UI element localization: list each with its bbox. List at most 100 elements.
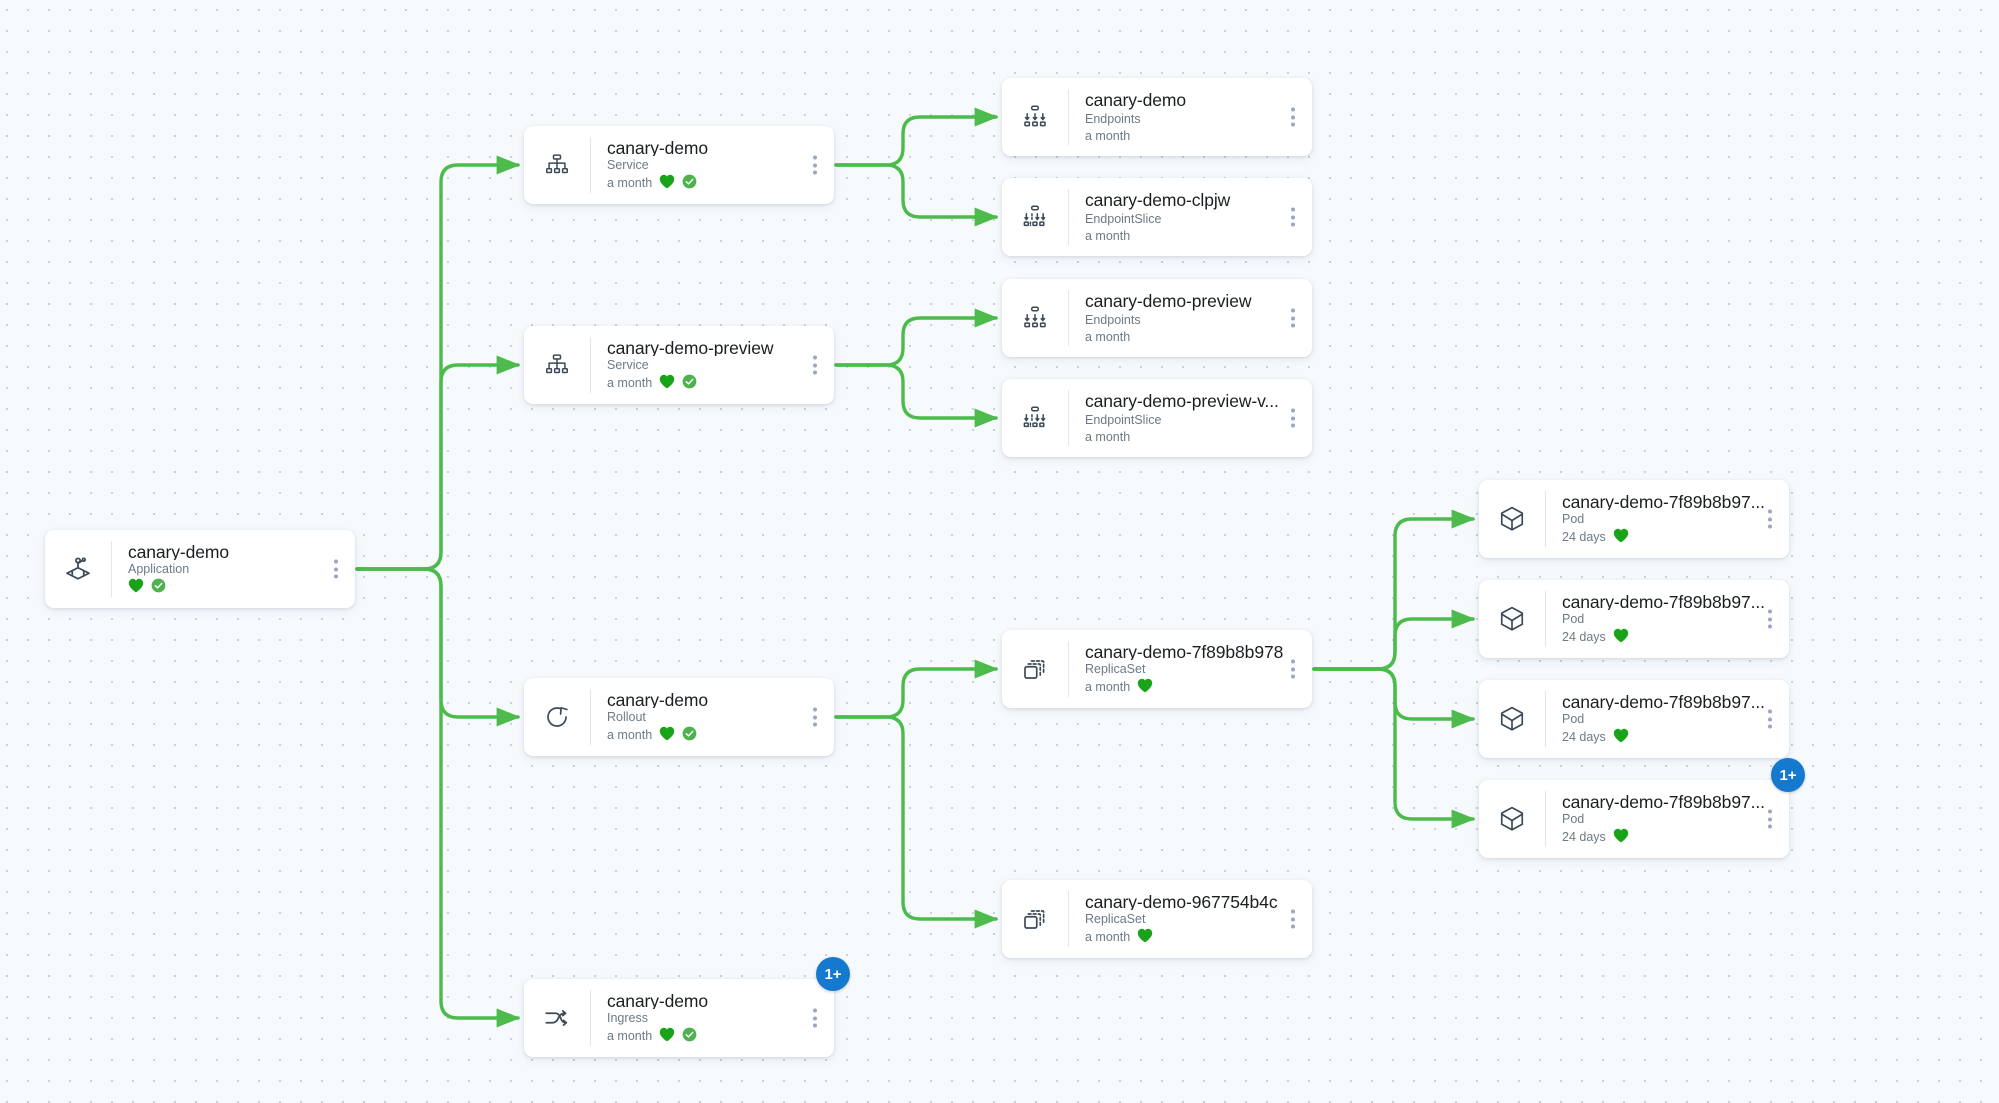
health-status-icon [1613,728,1629,747]
kebab-menu-icon[interactable] [1288,656,1298,683]
node-kind: Ingress [607,1011,648,1025]
node-age: 24 days [1562,630,1606,644]
service-icon [524,126,590,204]
node-meta: a month [1085,928,1312,947]
kebab-menu-icon[interactable] [1288,305,1298,332]
kebab-menu-icon[interactable] [1765,806,1775,833]
sync-status-icon [151,578,166,597]
node-title: canary-demo-preview [607,338,774,356]
pod-icon [1479,680,1545,758]
pod-icon [1479,480,1545,558]
kebab-menu-icon[interactable] [810,352,820,379]
node-meta [128,578,355,597]
node-meta: 24 days [1562,528,1789,547]
node-kind: Service [607,358,649,372]
node-meta: a month [1085,128,1312,145]
node-title: canary-demo [1085,90,1187,110]
kebab-menu-icon[interactable] [1765,506,1775,533]
node-kind: Rollout [607,710,646,724]
edge-replicaset-to-pod-1 [1312,509,1476,671]
endpoints-icon [1002,78,1068,156]
node-meta: 24 days [1562,628,1789,647]
node-meta: a month [1085,228,1312,245]
sync-status-icon [682,726,697,745]
health-status-icon [1613,828,1629,847]
node-age: 24 days [1562,730,1606,744]
node-kind: Pod [1562,512,1585,526]
edge-app-to-ingress [355,567,521,1028]
kebab-menu-icon[interactable] [810,152,820,179]
edge-app-to-rollout [355,567,521,727]
edge-rollout-to-replicaset-2 [834,715,999,929]
node-title: canary-demo-preview-v... [1085,391,1279,411]
node-title: canary-demo-967754b4c [1085,892,1278,910]
endpointslice-icon [1002,379,1068,457]
node-kind: ReplicaSet [1085,662,1146,676]
node-kind: Application [128,562,190,576]
collapsed-count-badge[interactable]: 1+ [1771,758,1805,792]
edge-service-preview-to-endpointslice [834,363,999,428]
ingress-icon [524,979,590,1057]
kebab-menu-icon[interactable] [1288,104,1298,131]
pod-icon [1479,580,1545,658]
collapsed-count-badge[interactable]: 1+ [816,957,850,991]
node-meta: 24 days [1562,828,1789,847]
node-kind: ReplicaSet [1085,912,1146,926]
kebab-menu-icon[interactable] [810,704,820,731]
node-kind: Pod [1562,612,1585,626]
node-meta: a month [607,374,834,393]
node-age: a month [1085,430,1131,444]
node-kind: Endpoints [1085,112,1141,126]
node-meta: a month [1085,678,1312,697]
kebab-menu-icon[interactable] [331,556,341,583]
edge-service-to-endpointslice [834,163,999,227]
node-age: a month [607,176,653,190]
edge-service-preview-to-endpoints [834,308,999,367]
rollout-icon [524,678,590,756]
node-age: 24 days [1562,530,1606,544]
kebab-menu-icon[interactable] [810,1005,820,1032]
node-title: canary-demo-clpjw [1085,190,1231,210]
edge-app-to-service [355,155,521,571]
node-meta: a month [607,174,834,193]
edge-service-to-endpoints [834,107,999,167]
pod-icon [1479,780,1545,858]
node-title: canary-demo-7f89b8b978 [1085,642,1284,660]
kebab-menu-icon[interactable] [1288,405,1298,432]
sync-status-icon [682,374,697,393]
kebab-menu-icon[interactable] [1765,606,1775,633]
kebab-menu-icon[interactable] [1288,906,1298,933]
kebab-menu-icon[interactable] [1288,204,1298,231]
kebab-menu-icon[interactable] [1765,706,1775,733]
endpointslice-icon [1002,178,1068,256]
node-kind: Pod [1562,712,1585,726]
edge-replicaset-to-pod-4 [1312,667,1476,829]
node-age: 24 days [1562,830,1606,844]
node-age: a month [607,1029,653,1043]
health-status-icon [659,174,675,193]
node-kind: Endpoints [1085,313,1141,327]
